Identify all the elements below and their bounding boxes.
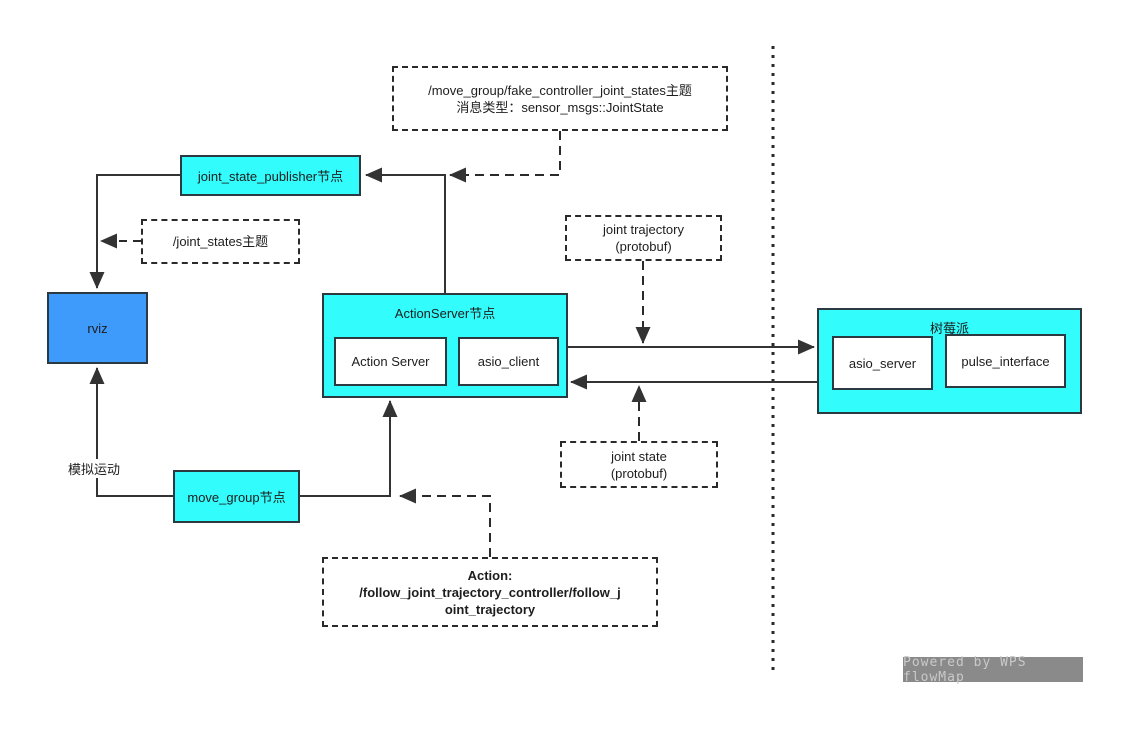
edge-actionserver-to-joint-state-publisher — [365, 167, 446, 293]
action-topic-line1: Action: — [467, 567, 513, 583]
node-joint-state-publisher: joint_state_publisher节点 — [180, 155, 361, 196]
node-action-server-inner: Action Server — [334, 337, 447, 386]
joint-trajectory-msg-line2: (protobuf) — [615, 239, 672, 254]
joint-state-msg-line2: (protobuf) — [610, 465, 668, 481]
actionserver-title: ActionServer节点 — [394, 306, 496, 321]
pulse-interface-label: pulse_interface — [961, 353, 1050, 369]
action-topic-line3: oint_trajectory — [444, 601, 536, 617]
wps-flowmap-watermark: Powered by WPS flowMap — [903, 655, 1083, 685]
joint-state-msg-line1: joint state — [611, 448, 667, 464]
node-joint-states-topic: /joint_states主题 — [141, 219, 300, 264]
rviz-label: rviz — [87, 320, 108, 336]
raspberry-pi-title: 树莓派 — [929, 321, 969, 336]
node-pulse-interface-inner: pulse_interface — [945, 334, 1066, 388]
joint-trajectory-msg-line1: joint trajectory — [603, 222, 684, 237]
node-joint-state-msg: joint state (protobuf) — [560, 441, 718, 488]
joint-state-publisher-label: joint_state_publisher节点 — [197, 169, 344, 184]
node-asio-client-inner: asio_client — [458, 337, 559, 386]
node-rviz: rviz — [47, 292, 148, 364]
edge-action-topic-dashed — [399, 488, 491, 557]
node-actionserver: ActionServer节点 Action Server asio_client — [322, 293, 568, 398]
node-action-topic: Action: /follow_joint_trajectory_control… — [322, 557, 658, 627]
sim-motion-label: 模拟运动 — [66, 459, 123, 478]
fake-controller-topic-line2: 消息类型：sensor_msgs::JointState — [456, 99, 664, 115]
fake-controller-topic-line1: /move_group/fake_controller_joint_states… — [428, 82, 692, 98]
move-group-label: move_group节点 — [187, 490, 286, 505]
node-move-group: move_group节点 — [173, 470, 300, 523]
node-raspberry-pi: 树莓派 asio_server pulse_interface — [817, 308, 1082, 414]
node-fake-controller-topic: /move_group/fake_controller_joint_states… — [392, 66, 728, 131]
asio-server-label: asio_server — [848, 355, 917, 371]
node-joint-trajectory-msg: joint trajectory (protobuf) — [565, 215, 722, 261]
action-topic-line2: /follow_joint_trajectory_controller/foll… — [359, 584, 621, 600]
asio-client-label: asio_client — [477, 354, 540, 369]
edge-fake-controller-topic-dashed — [449, 131, 561, 183]
joint-states-topic-label: /joint_states主题 — [172, 234, 269, 249]
node-asio-server-inner: asio_server — [832, 336, 933, 390]
edge-move-group-to-actionserver — [300, 400, 398, 497]
action-server-label: Action Server — [351, 354, 430, 369]
